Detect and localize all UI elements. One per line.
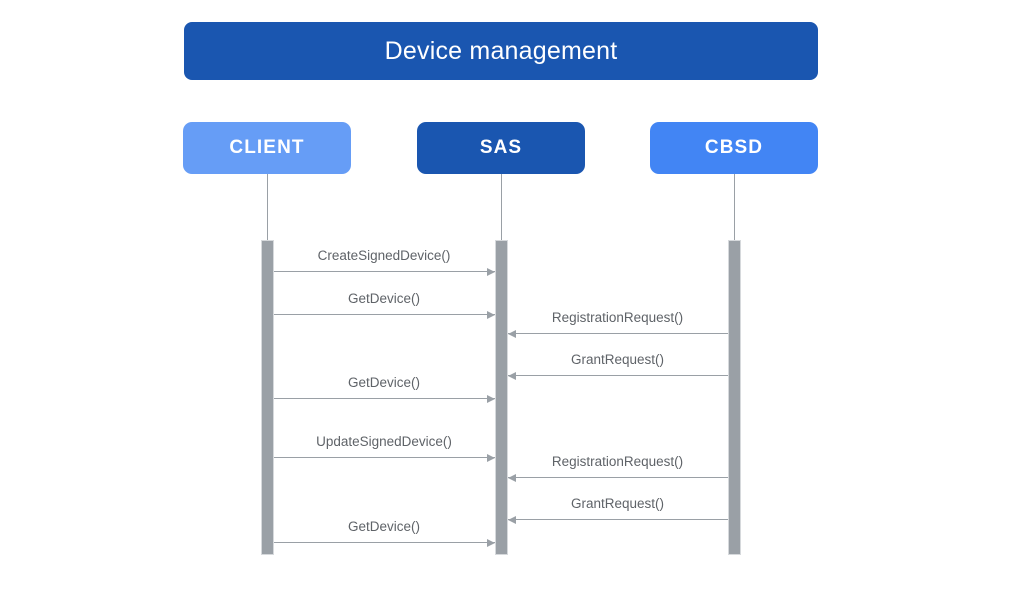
participant-client[interactable]: CLIENT: [183, 122, 351, 174]
message-label: GetDevice(): [347, 291, 420, 306]
message-label: GrantRequest(): [570, 352, 665, 367]
message-line: [273, 314, 495, 315]
message-cbsd-to-sas: GrantRequest(): [507, 486, 728, 524]
message-line: [507, 333, 728, 334]
message-line: [273, 398, 495, 399]
message-line: [507, 519, 728, 520]
message-client-to-sas: GetDevice(): [273, 509, 495, 547]
message-line: [507, 477, 728, 478]
arrow-left-icon: [507, 329, 516, 338]
lifeline-client: [267, 174, 268, 240]
activation-bar-client: [260, 240, 274, 555]
message-line: [273, 271, 495, 272]
arrow-right-icon: [486, 453, 495, 462]
diagram-title-banner: Device management: [184, 22, 818, 80]
message-label: GetDevice(): [347, 519, 420, 534]
lifeline-cbsd: [734, 174, 735, 240]
arrow-left-icon: [507, 515, 516, 524]
arrow-right-icon: [486, 538, 495, 547]
arrow-right-icon: [486, 310, 495, 319]
message-line: [507, 375, 728, 376]
activation-bar-sas: [494, 240, 508, 555]
message-label: UpdateSignedDevice(): [316, 434, 452, 449]
message-label: GetDevice(): [347, 375, 420, 390]
participant-label: SAS: [479, 137, 523, 158]
message-line: [273, 457, 495, 458]
arrow-left-icon: [507, 371, 516, 380]
message-label: GrantRequest(): [570, 496, 665, 511]
arrow-right-icon: [486, 267, 495, 276]
participant-sas[interactable]: SAS: [417, 122, 585, 174]
message-client-to-sas: CreateSignedDevice(): [273, 238, 495, 276]
message-cbsd-to-sas: GrantRequest(): [507, 342, 728, 380]
message-cbsd-to-sas: RegistrationRequest(): [507, 444, 728, 482]
message-label: RegistrationRequest(): [551, 454, 684, 469]
message-client-to-sas: UpdateSignedDevice(): [273, 424, 495, 462]
participant-label: CBSD: [704, 137, 764, 158]
page-title: Device management: [384, 36, 618, 65]
message-cbsd-to-sas: RegistrationRequest(): [507, 300, 728, 338]
participant-cbsd[interactable]: CBSD: [650, 122, 818, 174]
activation-bar-cbsd: [727, 240, 741, 555]
message-label: RegistrationRequest(): [551, 310, 684, 325]
message-client-to-sas: GetDevice(): [273, 365, 495, 403]
message-line: [273, 542, 495, 543]
arrow-right-icon: [486, 394, 495, 403]
message-client-to-sas: GetDevice(): [273, 281, 495, 319]
arrow-left-icon: [507, 473, 516, 482]
message-label: CreateSignedDevice(): [317, 248, 451, 263]
lifeline-sas: [501, 174, 502, 240]
participant-label: CLIENT: [229, 137, 305, 158]
